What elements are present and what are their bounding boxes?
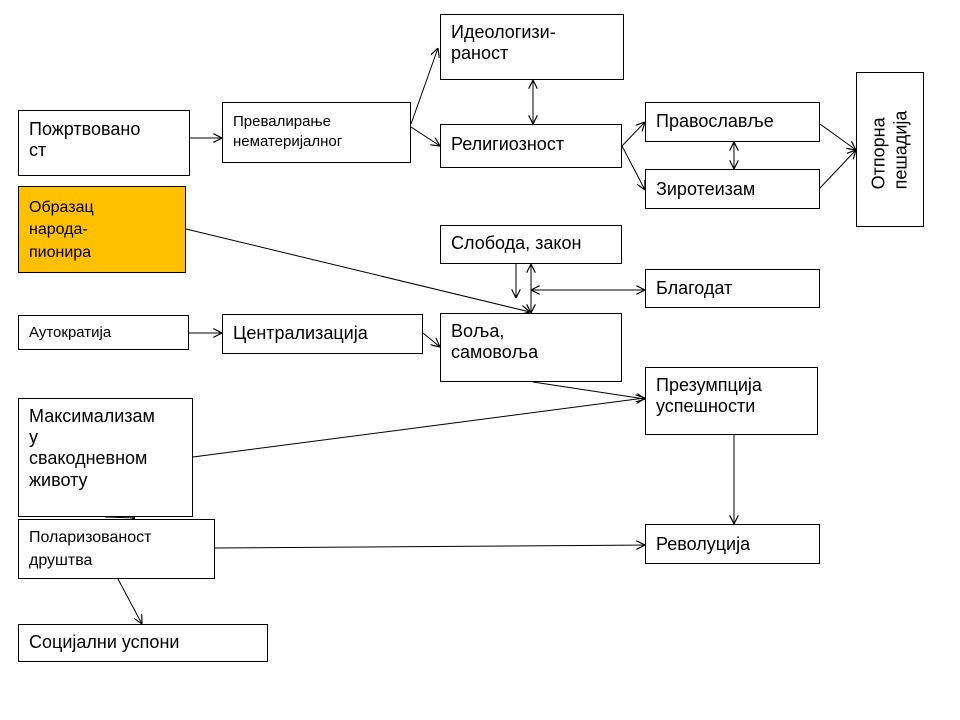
node-label: Аутократија bbox=[29, 324, 112, 341]
node-label: успешности bbox=[656, 396, 756, 417]
node-volja: Воља, самовоља bbox=[440, 313, 622, 382]
node-label: Образац bbox=[29, 199, 94, 216]
node-label: Пожртвовано bbox=[29, 119, 141, 139]
node-label: пешадија bbox=[890, 110, 910, 189]
node-label: Социјални успони bbox=[29, 632, 180, 652]
node-religioznost: Религиозност bbox=[440, 124, 622, 168]
edge-pravoslavlje-otporna bbox=[819, 123, 856, 150]
node-label: раност bbox=[451, 43, 509, 64]
edge-maksimalizam-polarizovanost bbox=[104, 517, 135, 518]
node-otporna-pesadija: Отпорна пешадија bbox=[856, 72, 924, 227]
node-blagodat: Благодат bbox=[645, 269, 820, 308]
node-label: Превалирање bbox=[233, 113, 331, 130]
node-prezumpcija: Презумпција успешности bbox=[645, 367, 818, 435]
node-label: Зиротеизам bbox=[656, 179, 756, 199]
node-label: самовоља bbox=[451, 342, 539, 363]
node-label: Религиозност bbox=[451, 134, 565, 154]
node-label: Максимализам bbox=[29, 406, 155, 426]
edge-religioznost-ziroteizam bbox=[621, 145, 645, 190]
edge-prevaliranje-religioznost bbox=[410, 126, 440, 146]
node-label: Револуција bbox=[656, 534, 751, 554]
node-socijalni-usponi: Социјални успони bbox=[18, 624, 268, 662]
node-label: ст bbox=[29, 140, 47, 161]
node-label: друштва bbox=[29, 552, 93, 570]
node-label: Централизација bbox=[233, 323, 368, 343]
node-obrazac: Образац народа- пионира bbox=[18, 186, 186, 273]
node-label: Идеологизи- bbox=[451, 22, 556, 42]
edge-ziroteizam-otporna bbox=[819, 150, 856, 189]
node-label: Слобода, закон bbox=[451, 233, 582, 253]
edge-polarizovanost-revolucija bbox=[214, 545, 645, 548]
node-label: свакодневном bbox=[29, 448, 148, 469]
node-revolucija: Револуција bbox=[645, 524, 820, 564]
edge-prevaliranje-ideologiziranost bbox=[410, 48, 438, 125]
node-polarizovanost: Поларизованост друштва bbox=[18, 519, 215, 579]
node-label: Благодат bbox=[656, 278, 733, 298]
node-label: пионира bbox=[29, 243, 92, 261]
node-ziroteizam: Зиротеизам bbox=[645, 169, 820, 209]
edge-maksimalizam-prezumpcija bbox=[192, 398, 645, 458]
node-centralizacija: Централизација bbox=[222, 314, 423, 354]
node-label: у bbox=[29, 427, 38, 448]
node-label: животу bbox=[29, 469, 88, 490]
node-label: Поларизованост bbox=[29, 529, 152, 546]
edge-religioznost-pravoslavlje bbox=[621, 122, 645, 147]
node-ideologiziranost: Идеологизи- раност bbox=[440, 14, 624, 80]
node-label: Презумпција bbox=[656, 375, 762, 395]
node-label: народа- bbox=[29, 221, 88, 239]
edge-volja-prezumpcija bbox=[532, 381, 645, 399]
node-label: Православље bbox=[656, 111, 774, 131]
node-label: Воља, bbox=[451, 321, 505, 341]
edge-polarizovanost-socijalni bbox=[117, 578, 142, 624]
node-sloboda-zakon: Слобода, закон bbox=[440, 225, 622, 264]
node-prevaliranje: Превалирање нематеријалног bbox=[222, 102, 411, 163]
node-maksimalizam: Максимализам у свакодневном животу bbox=[18, 398, 193, 517]
node-pravoslavlje: Православље bbox=[645, 102, 820, 142]
node-pozhrtvovanost: Пожртвовано ст bbox=[18, 110, 190, 176]
edge-obrazac-volja bbox=[185, 228, 530, 312]
node-label: нематеријалног bbox=[233, 133, 343, 151]
node-autokratija: Аутократија bbox=[18, 315, 189, 350]
node-label: Отпорна bbox=[868, 116, 889, 189]
edge-centralizacija-volja bbox=[422, 332, 440, 347]
